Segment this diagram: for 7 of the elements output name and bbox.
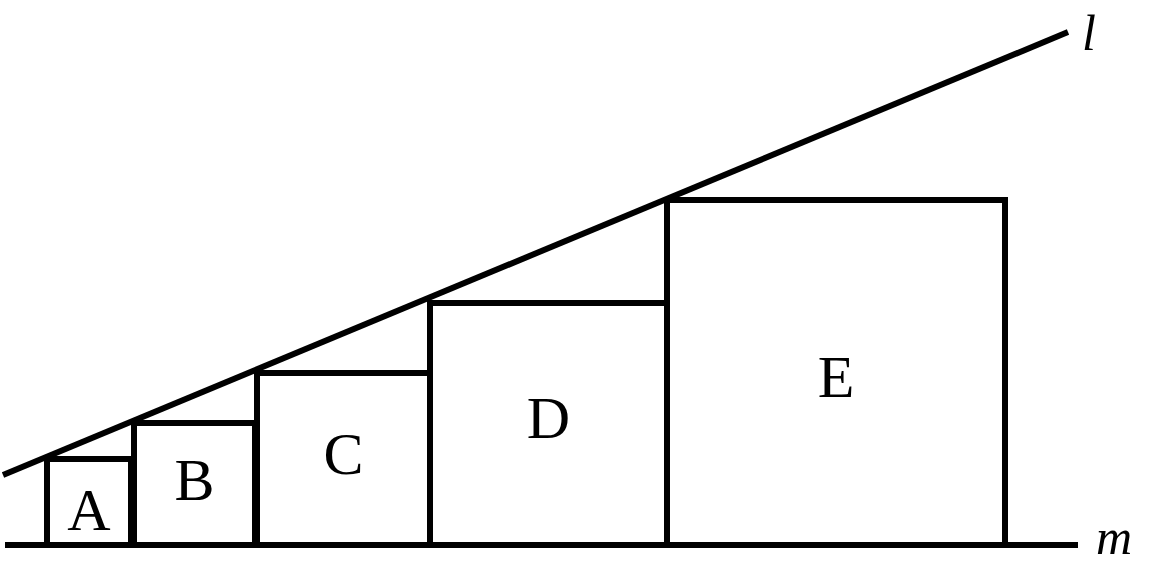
square-label: C xyxy=(322,424,365,484)
square-label: E xyxy=(816,347,856,407)
square-label: D xyxy=(525,388,572,448)
square-label: A xyxy=(66,480,112,540)
line-label: m xyxy=(1096,512,1133,562)
square-label: B xyxy=(173,450,216,510)
line-label: l xyxy=(1082,8,1096,58)
